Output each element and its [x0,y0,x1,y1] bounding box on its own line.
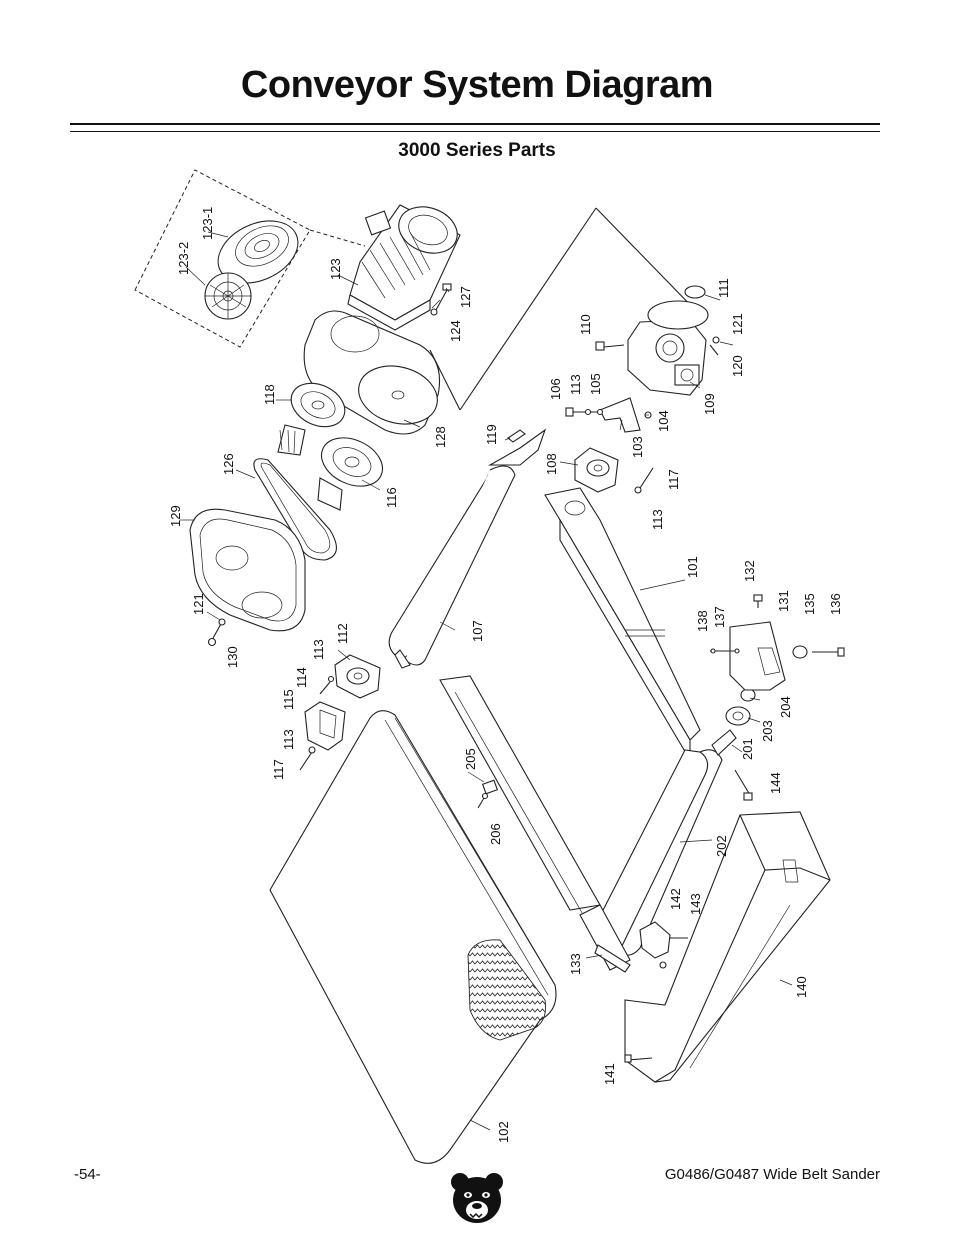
fan-callout-box [134,169,366,348]
label-136: 136 [828,593,843,615]
label-138: 138 [695,610,710,632]
bearing-108-part [574,447,619,493]
belt-guard-cover [189,508,306,632]
label-105: 105 [588,373,603,395]
model-name: G0486/G0487 Wide Belt Sander [664,1166,880,1183]
label-128: 128 [433,426,448,448]
label-121-left: 121 [191,593,206,615]
idler-shaft-part [711,688,756,801]
label-103: 103 [630,436,645,458]
label-131: 131 [776,590,791,612]
end-cover-part [624,811,831,1083]
label-109: 109 [702,393,717,415]
label-119: 119 [484,424,499,445]
label-202: 202 [714,835,729,857]
label-113-d: 113 [650,509,665,530]
label-127: 127 [458,286,473,308]
label-115: 115 [281,689,296,710]
section-title: 3000 Series Parts [398,140,556,161]
label-204: 204 [778,696,793,718]
label-201: 201 [740,738,755,760]
label-113-c: 113 [281,729,296,750]
label-117-left: 117 [271,759,286,780]
mount-bracket-part [565,397,654,494]
label-140: 140 [794,976,809,998]
label-120: 120 [730,355,745,377]
label-133: 133 [568,953,583,975]
part-labels: 123-2 123-1 123 127 124 128 118 116 126 … [168,207,843,1143]
conveyor-belt-part [269,710,557,1164]
limit-switch-part [639,921,688,969]
conveyor-frame-outline [429,207,701,411]
belt-clip-part [477,779,499,809]
label-121-right: 121 [730,313,745,335]
callout-lines [180,231,793,1131]
label-101: 101 [685,556,700,578]
label-110: 110 [578,314,593,335]
frame-channel-part [544,487,701,763]
idler-roller-part [579,749,723,973]
label-135: 135 [802,593,817,615]
title-divider [70,123,880,125]
drive-pulley-part [277,382,346,456]
label-143: 143 [688,893,703,915]
page-number: -54- [74,1166,101,1183]
label-123-1: 123-1 [200,207,215,240]
label-108: 108 [544,453,559,475]
label-113-a: 113 [568,374,583,395]
label-203: 203 [760,720,775,742]
label-132: 132 [742,560,757,582]
fan-blade-part [204,272,252,320]
label-113-b: 113 [311,639,326,660]
driven-pulley-part [317,437,384,511]
title-divider-thin [70,131,880,132]
label-130: 130 [225,646,240,668]
label-118: 118 [262,384,277,405]
label-144: 144 [768,772,783,794]
label-104: 104 [656,410,671,432]
label-102: 102 [496,1121,511,1143]
motor-part [347,204,461,331]
label-126: 126 [221,453,236,475]
label-129: 129 [168,505,183,527]
label-114: 114 [294,667,309,688]
label-142: 142 [668,888,683,910]
belt-guard-back-plate [303,310,441,435]
label-123: 123 [328,258,343,280]
label-116: 116 [384,487,399,508]
drive-roller-part [388,428,547,669]
label-124: 124 [448,320,463,342]
guard-screw [207,618,226,647]
label-112: 112 [335,623,350,644]
shaft-key [507,429,526,443]
label-107: 107 [470,620,485,642]
bear-head-logo-icon [451,1173,503,1223]
fan-cover-part [217,220,299,284]
label-106: 106 [548,378,563,400]
label-205: 205 [463,748,478,770]
gear-motor-115-part [299,701,346,771]
label-137: 137 [712,606,727,628]
label-141: 141 [602,1063,617,1085]
page-title: Conveyor System Diagram [240,64,714,106]
gear-reducer-part [595,285,720,396]
motor-bolt [430,283,452,316]
label-117-right: 117 [666,469,681,490]
label-111: 111 [716,278,731,298]
tension-bracket-part [710,594,845,691]
label-123-2: 123-2 [176,242,191,275]
v-belt-part [253,458,337,561]
bearing-112-part [319,654,381,699]
label-206: 206 [488,823,503,845]
